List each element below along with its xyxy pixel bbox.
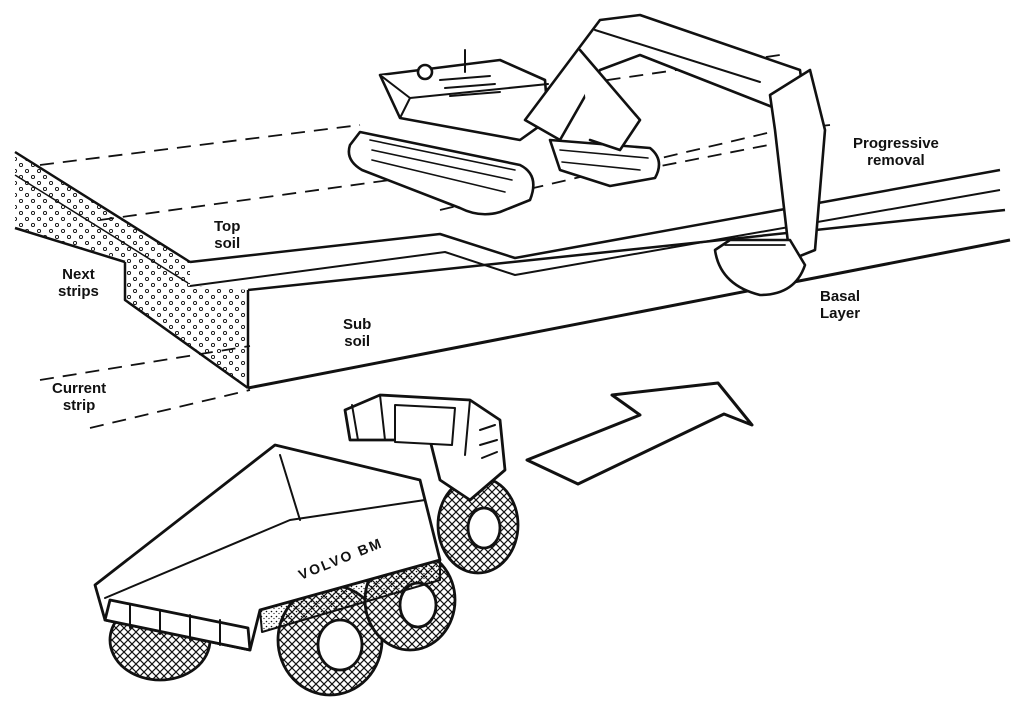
label-current-strip: Current strip [52, 380, 107, 414]
excavator-arm [768, 68, 827, 262]
excavator-tracks [347, 130, 661, 216]
soil-cross-section [15, 152, 248, 388]
articulated-dump-truck-illustration [93, 393, 520, 697]
truck-cab [343, 393, 507, 502]
label-basal-layer: Basal Layer [820, 288, 861, 322]
label-top-soil: Top soil [214, 218, 241, 252]
label-sub-soil: Sub soil [343, 316, 372, 350]
label-next-strips: Next strips [58, 266, 99, 300]
excavator-illustration [347, 13, 827, 297]
top-soil-edge [189, 168, 1001, 264]
direction-arrow [525, 381, 754, 486]
sub-soil-edge [247, 208, 1006, 292]
excavator-bucket [713, 238, 807, 297]
label-progressive-removal: Progressive removal [853, 135, 939, 169]
excavator-boom [523, 13, 807, 142]
